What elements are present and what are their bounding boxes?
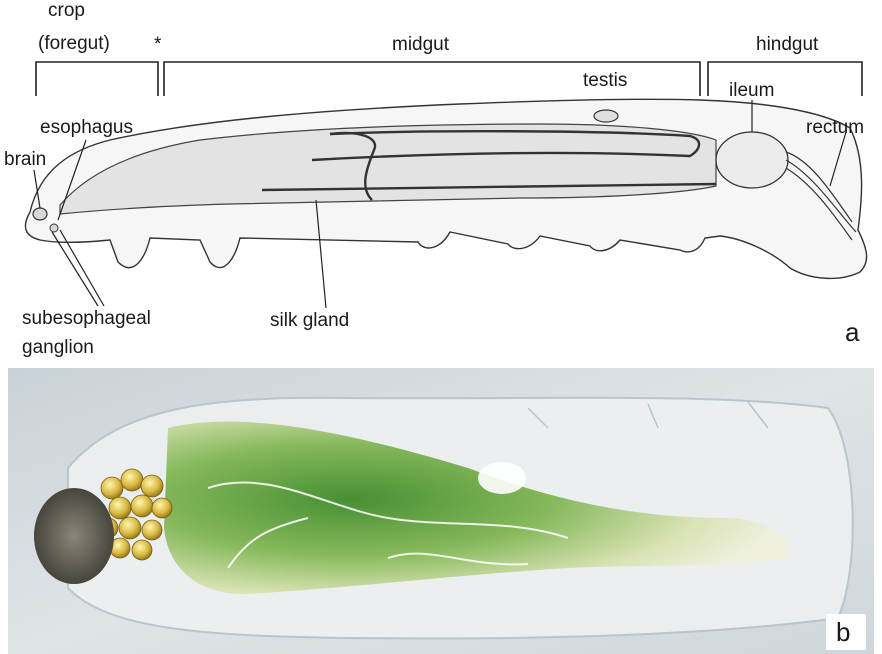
ileum-shape (716, 132, 788, 188)
asterisk-marker: * (154, 34, 161, 56)
ileum-label: ileum (729, 80, 774, 102)
testis-shape (594, 110, 618, 122)
panel-a-drawing: crop (foregut) * midgut hindgut testis i… (0, 0, 882, 366)
brain-label: brain (4, 149, 46, 171)
esophagus-label: esophagus (40, 117, 133, 139)
subesophageal-ganglion-shape (50, 224, 58, 232)
testis-blob (478, 462, 526, 494)
head-capsule (34, 488, 114, 584)
foregut-label: (foregut) (38, 33, 110, 55)
hindgut-label: hindgut (756, 34, 818, 56)
testis-label: testis (583, 70, 627, 92)
subesophageal-leader-1 (52, 232, 98, 306)
brain-shape (33, 208, 47, 220)
midgut-label: midgut (392, 34, 449, 56)
panel-a-letter: a (845, 318, 859, 346)
ganglion-label: ganglion (22, 337, 94, 359)
panel-b-photo: b (8, 368, 874, 654)
crop-bracket (36, 62, 158, 96)
rectum-label: rectum (806, 117, 864, 139)
silk-gland-label: silk gland (270, 310, 349, 332)
dissected-larva-photo (8, 368, 874, 654)
panel-b-letter: b (836, 618, 850, 646)
subesophageal-label: subesophageal (22, 308, 151, 330)
crop-label: crop (48, 0, 85, 22)
